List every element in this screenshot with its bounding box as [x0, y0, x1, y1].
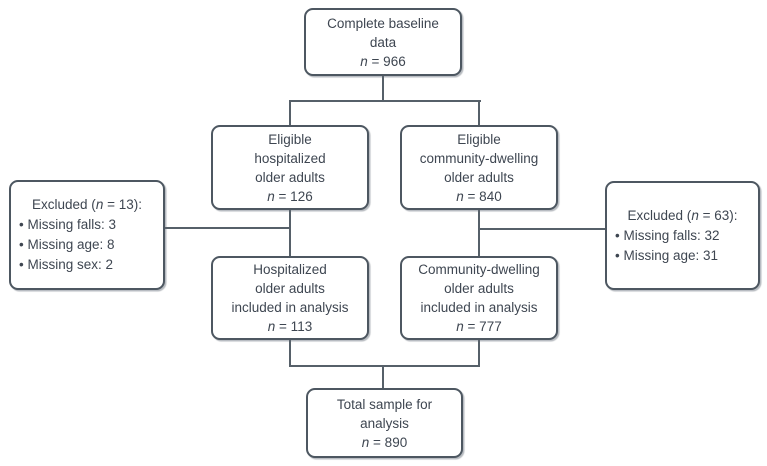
n-symbol: n: [456, 188, 464, 204]
excluded-label: Excluded (: [32, 197, 96, 212]
box-excluded-hospitalized-heading: Excluded (n = 13):: [17, 195, 157, 215]
n-symbol: n: [267, 188, 275, 204]
n-symbol: n: [361, 434, 370, 450]
box-excluded-hospitalized: Excluded (n = 13): Missing falls: 3 Miss…: [9, 180, 165, 290]
box-complete-baseline-n: n = 966: [360, 52, 405, 71]
connector-top-vertical: [382, 76, 384, 102]
box-excluded-community: Excluded (n = 63): Missing falls: 32 Mis…: [605, 181, 760, 290]
n-value: = 113: [275, 319, 313, 334]
excluded-label: Excluded (: [627, 207, 692, 223]
n-symbol: n: [691, 207, 699, 223]
box-eligible-hospitalized-title: Eligible hospitalized older adults: [254, 131, 326, 185]
excluded-count: = 63):: [698, 207, 738, 223]
n-value: = 890: [369, 434, 408, 450]
connector-eligible-community-drop: [478, 100, 480, 125]
box-community-included-n: n = 777: [456, 317, 501, 336]
box-hospitalized-included-title: Hospitalized older adults included in an…: [231, 262, 349, 315]
box-eligible-community: Eligible community-dwelling older adults…: [400, 125, 558, 210]
box-hospitalized-included: Hospitalized older adults included in an…: [211, 256, 369, 340]
n-value: = 126: [274, 188, 313, 204]
connector-excluded-left-horizontal: [163, 227, 290, 229]
excluded-reasons-list: Missing falls: 32 Missing age: 31: [613, 226, 752, 266]
connector-community-bottom-vertical: [478, 340, 480, 367]
excluded-reason-item: Missing age: 31: [613, 246, 752, 266]
box-hospitalized-included-n: n = 113: [268, 317, 312, 336]
box-eligible-hospitalized-n: n = 126: [267, 187, 312, 206]
connector-total-vertical: [382, 365, 384, 388]
excluded-reason-item: Missing falls: 3: [17, 215, 157, 235]
excluded-reasons-list: Missing falls: 3 Missing age: 8 Missing …: [17, 215, 157, 275]
excluded-count: = 13):: [103, 197, 142, 212]
excluded-reason-item: Missing sex: 2: [17, 255, 157, 275]
n-value: = 777: [463, 319, 502, 334]
box-complete-baseline: Complete baseline data n = 966: [304, 8, 462, 76]
box-complete-baseline-title: Complete baseline data: [327, 15, 439, 50]
box-total-sample-title: Total sample for analysis: [336, 396, 433, 431]
connector-bottom-horizontal: [289, 365, 480, 367]
n-symbol: n: [456, 319, 464, 334]
box-eligible-community-n: n = 840: [456, 187, 501, 206]
box-total-sample: Total sample for analysis n = 890: [306, 388, 463, 458]
connector-excluded-right-horizontal: [479, 228, 606, 230]
n-symbol: n: [95, 197, 104, 212]
box-community-included: Community-dwelling older adults included…: [400, 256, 558, 340]
box-eligible-hospitalized: Eligible hospitalized older adults n = 1…: [211, 125, 369, 210]
box-community-included-title: Community-dwelling older adults included…: [418, 262, 540, 315]
n-value: = 840: [463, 188, 502, 204]
box-eligible-community-title: Eligible community-dwelling older adults: [419, 131, 539, 185]
n-value: = 966: [367, 53, 406, 69]
connector-top-horizontal: [289, 100, 481, 102]
excluded-reason-item: Missing falls: 32: [613, 226, 752, 246]
excluded-reason-item: Missing age: 8: [17, 235, 157, 255]
connector-hospitalized-bottom-vertical: [289, 340, 291, 367]
box-excluded-community-heading: Excluded (n = 63):: [613, 206, 752, 226]
box-total-sample-n: n = 890: [362, 433, 407, 452]
n-symbol: n: [360, 53, 368, 69]
connector-community-mid-vertical: [478, 210, 480, 256]
n-symbol: n: [267, 319, 276, 334]
connector-eligible-hospitalized-drop: [289, 100, 291, 125]
connector-hospitalized-mid-vertical: [289, 210, 291, 256]
